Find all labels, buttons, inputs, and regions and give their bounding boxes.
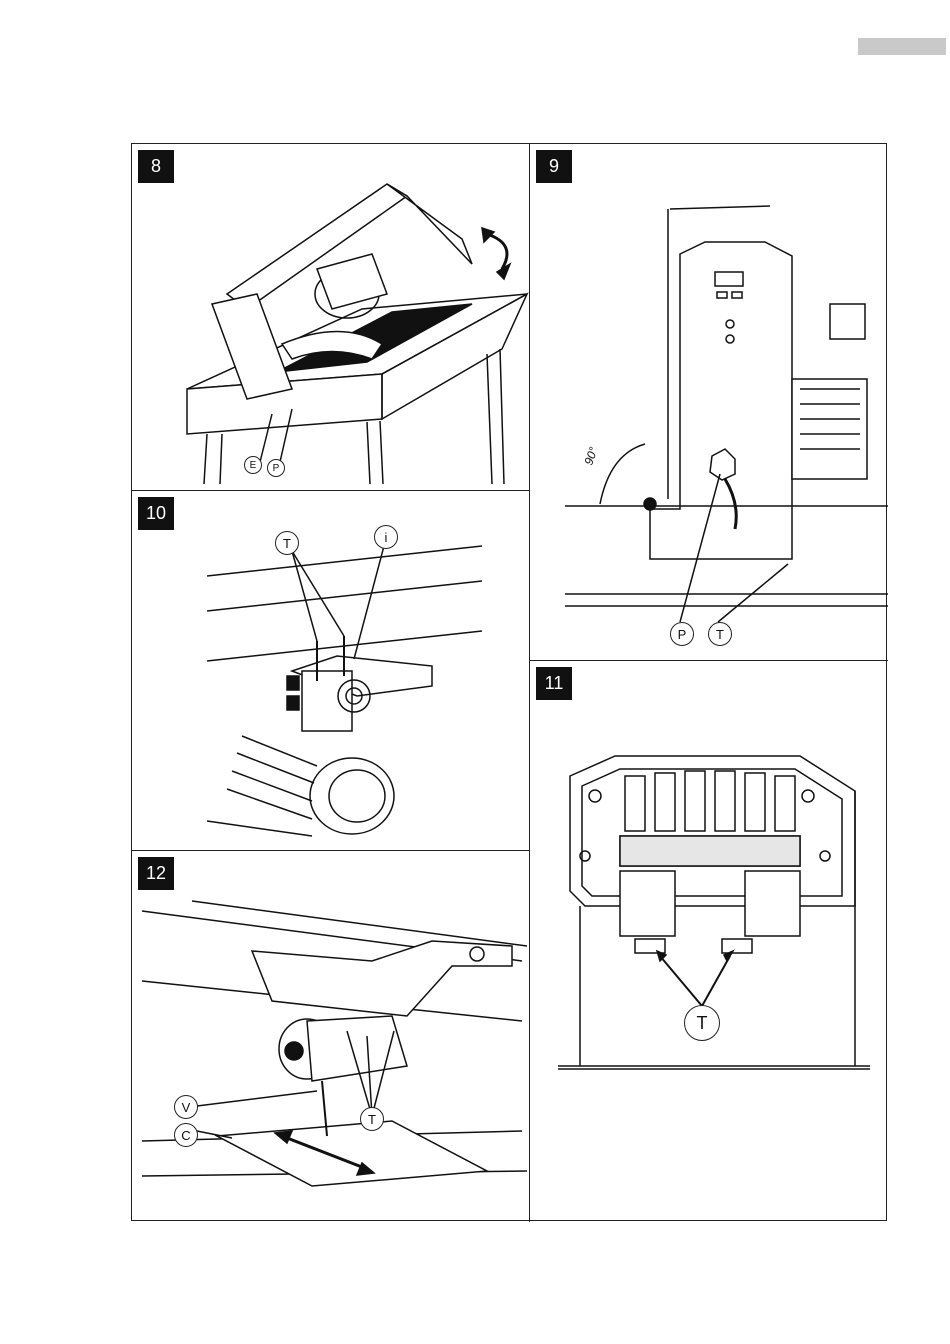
callout-t: T: [275, 531, 299, 555]
saw-tilted-illustration: [132, 144, 530, 491]
callout-t: T: [684, 1005, 720, 1041]
callout-v: V: [174, 1095, 198, 1119]
bearing-housing-illustration: [530, 661, 888, 1222]
figure-9: 9: [530, 144, 888, 661]
figure-10: 10: [132, 491, 530, 851]
figure-8: 8: [132, 144, 530, 491]
callout-p: P: [670, 622, 694, 646]
callout-e: E: [244, 456, 262, 474]
callout-p: P: [267, 459, 285, 477]
figure-frame: 8: [131, 143, 887, 1221]
header-tab: [858, 38, 946, 55]
motor-bracket-illustration: [132, 491, 530, 851]
figure-11: 11: [530, 661, 888, 1222]
callout-i: i: [374, 525, 398, 549]
callout-t: T: [360, 1107, 384, 1131]
blade-alignment-illustration: [132, 851, 530, 1222]
saw-side-view-illustration: [530, 144, 888, 661]
callout-c: C: [174, 1123, 198, 1147]
callout-t: T: [708, 622, 732, 646]
figure-12: 12: [132, 851, 530, 1222]
